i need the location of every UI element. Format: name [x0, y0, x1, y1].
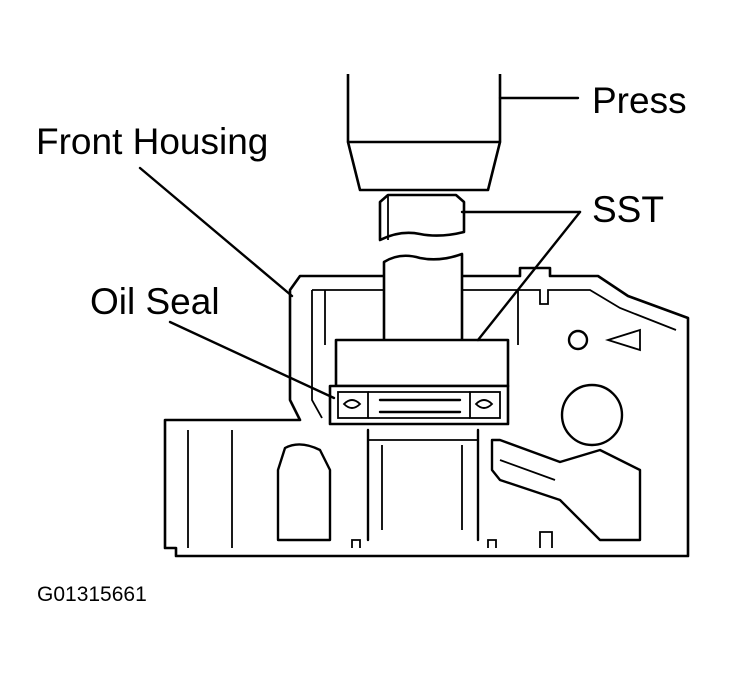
sst-shaft	[382, 252, 464, 344]
leader-lines	[138, 96, 582, 400]
figure-id: G01315661	[37, 583, 147, 606]
front-housing-label: Front Housing	[36, 121, 268, 162]
press-ram	[346, 74, 502, 192]
sst-collar	[334, 338, 510, 388]
oil-seal	[328, 384, 510, 426]
sst-upper-piece	[378, 193, 466, 242]
sst-label: SST	[592, 189, 664, 230]
oil-seal-label: Oil Seal	[90, 281, 220, 322]
press-label: Press	[592, 80, 687, 121]
